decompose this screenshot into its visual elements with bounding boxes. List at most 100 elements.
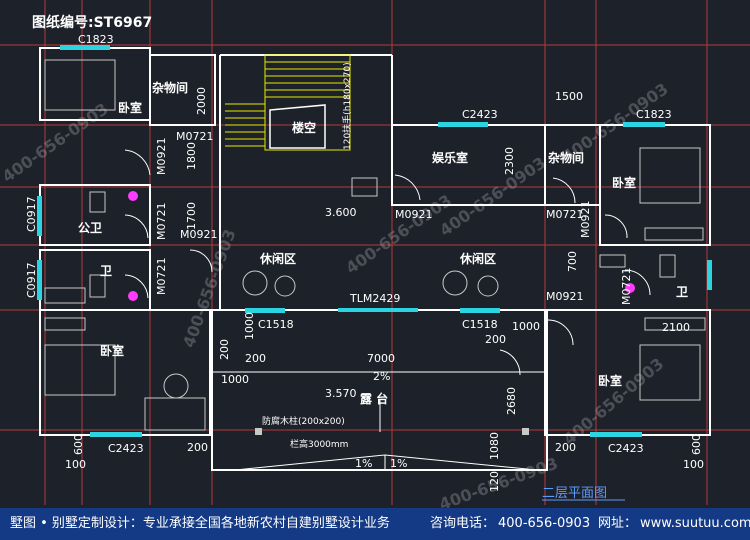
label-m0921-c: M0921 [395,208,433,221]
door-swing [547,319,574,346]
chair [163,373,189,399]
armchair [477,275,499,297]
label-c1823-right: C1823 [636,108,672,121]
window-c2423-top [438,122,488,127]
dim: 1000 [221,373,249,386]
room-label-entertainment: 娱乐室 [432,150,468,165]
toilet [89,274,106,298]
plan-title: 二层平面图 [542,486,607,501]
label-c0917-b: C0917 [25,262,38,298]
slope-label: 2% [373,370,390,383]
dim: 120 [488,471,501,492]
drawing-number: 图纸编号:ST6967 [32,15,153,31]
room-label-void: 楼空 [292,120,316,135]
footer-site-link[interactable]: www.suutuu.com [640,516,750,531]
room-label-public-bath: 公卫 [78,221,102,235]
label-c1518-left: C1518 [258,318,294,331]
room-label-bedroom-tl: 卧室 [118,100,142,115]
room-label-bath-l: 卫 [100,264,112,278]
armchair [242,270,268,296]
window-c2423-br [590,432,642,437]
dim: 7000 [367,352,395,365]
room-label-lounge-r: 休闲区 [459,251,496,266]
washbasin [599,254,626,268]
dim: 1000 [243,312,256,340]
bed-tr [639,147,701,204]
window-c0917-a [37,196,42,236]
level-3570: 3.570 [325,387,357,400]
room-label-bedroom-br: 卧室 [598,373,622,388]
dim: 1500 [555,90,583,103]
furniture [44,59,706,431]
room-label-storage-r: 杂物间 [548,150,584,165]
door-swing [624,269,651,296]
bed-tl [44,59,116,111]
room-label-terrace: 露 台 [360,391,388,406]
window-c1823-left [60,45,110,50]
dimensions: 1500 2000 1800 1700 2300 700 1000 1000 1… [65,87,704,492]
door-swing [499,349,521,376]
room-label-lounge-l: 休闲区 [259,251,296,266]
footer-site-label: 网址： [598,516,638,531]
cabinet [351,177,378,197]
dim: 200 [187,441,208,454]
slope-label-b: 1% [390,457,407,470]
desk [144,397,206,431]
door-swing [552,177,576,204]
dim: 700 [566,251,579,272]
dim: 200 [485,333,506,346]
window-c0917-b [37,260,42,300]
dim: 2680 [505,387,518,415]
label-m0721-b: M0721 [155,258,168,296]
window-c2423-bl [90,432,142,437]
level-3600: 3.600 [325,206,357,219]
label-tlm2429: TLM2429 [349,292,400,305]
vanity [44,287,86,304]
dim: 1800 [185,142,198,170]
dim: 1080 [488,432,501,460]
dim: 2100 [662,321,690,334]
dim: 600 [690,434,703,455]
dim: 1000 [512,320,540,333]
label-m0721-c: M0721 [546,208,584,221]
window-c1518-right [460,308,500,313]
window-c1518-left [245,308,285,313]
armchair [442,270,468,296]
label-m0921-e: M0921 [546,290,584,303]
room-label-bedroom-tr: 卧室 [612,175,636,190]
label-c2423-br: C2423 [608,442,644,455]
footer-phone: 400-656-0903 [498,516,591,531]
door-swing [124,274,149,299]
label-c1823-left: C1823 [78,33,114,46]
label-c2423-bl: C2423 [108,442,144,455]
label-m0921-d: M0921 [579,201,592,239]
door-swing [394,174,421,201]
dim: 100 [65,458,86,471]
floor-drains [128,191,635,301]
label-c2423-top: C2423 [462,108,498,121]
bed-br [639,344,701,401]
label-c0917-a: C0917 [25,196,38,232]
label-m0921-b: M0921 [180,228,218,241]
dim: 1700 [185,202,198,230]
label-c1518-right: C1518 [462,318,498,331]
dim: 200 [218,339,231,360]
watermark: 400-656-0903 [436,153,549,240]
wardrobe [644,227,704,241]
slope-label-a: 1% [355,457,372,470]
armchair [274,275,296,297]
watermark: 400-656-0903 [0,99,112,186]
dim: 2000 [195,87,208,115]
dim: 2300 [503,147,516,175]
window-c1823-right [623,122,665,127]
terrace-details [212,371,547,471]
room-label-storage-tl: 杂物间 [152,80,188,95]
dim: 200 [245,352,266,365]
column-note: 防腐木柱(200x200) [262,415,345,427]
door-swing [189,249,213,273]
dim: 100 [683,458,704,471]
footer-tagline: 墅图 • 别墅定制设计：专业承接全国各地新农村自建别墅设计业务 [10,516,390,531]
label-m0721-top: M0721 [176,130,214,143]
label-m0721-a: M0721 [155,203,168,241]
